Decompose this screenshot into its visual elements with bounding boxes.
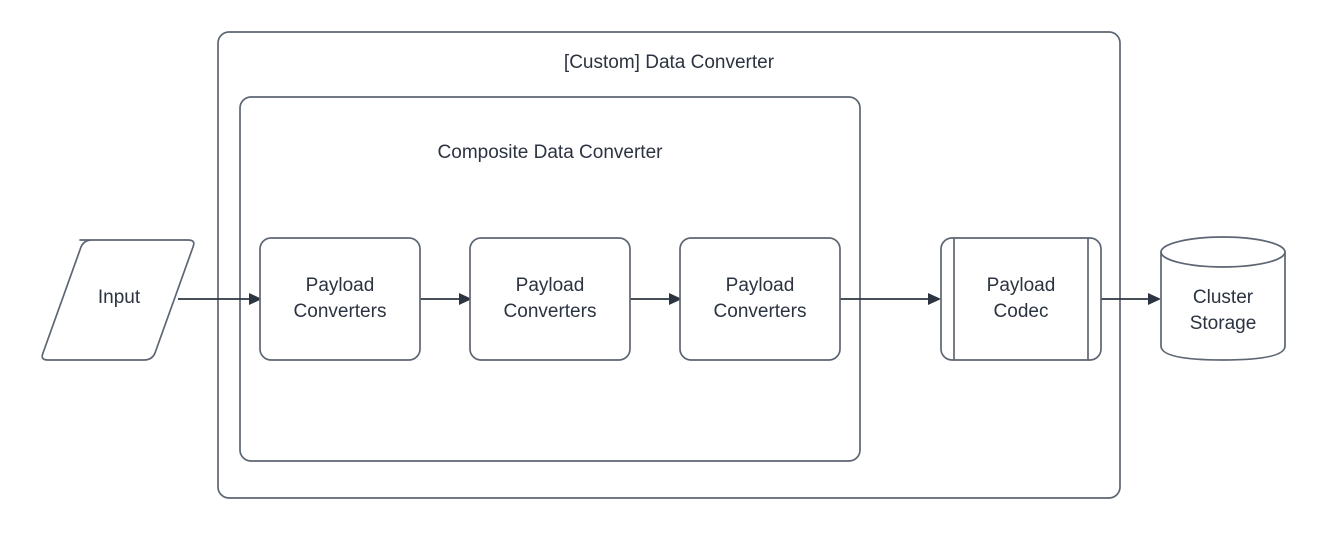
custom-data-converter-border <box>217 31 1121 499</box>
edge-pc2-to-pc3-arrowhead <box>669 293 682 305</box>
payload-converters-1-label-line-1: Payload <box>306 275 375 296</box>
payload-codec-label-line-1: Payload <box>987 275 1056 296</box>
payload-converters-2-border <box>469 237 631 361</box>
input-body <box>42 240 194 360</box>
payload-codec-border <box>940 237 1102 361</box>
edge-pc3-to-codec-arrowhead <box>928 293 941 305</box>
cluster-storage-label-line-1: Cluster <box>1193 287 1254 308</box>
cluster-storage-side-border <box>1160 251 1286 361</box>
payload-codec-body <box>941 238 1101 360</box>
edge-input-to-payload-converters-1 <box>178 293 262 305</box>
payload-converters-2-label-line-1: Payload <box>516 275 585 296</box>
cluster-storage-top-fill <box>1161 237 1285 267</box>
payload-converters-1-label-line-2: Converters <box>294 301 387 322</box>
custom-data-converter-label: [Custom] Data Converter <box>564 52 775 73</box>
edge-pc1-to-pc2-arrowhead <box>459 293 472 305</box>
node-input[interactable]: Input <box>41 239 195 361</box>
edge-codec-to-storage-arrowhead <box>1148 293 1161 305</box>
cluster-storage-body <box>1161 252 1285 360</box>
payload-converters-2-label-line-2: Converters <box>504 301 597 322</box>
node-payload-converters-3[interactable]: Payload Converters <box>679 237 841 361</box>
connectors-layer <box>178 293 1161 305</box>
payload-converters-1-border <box>259 237 421 361</box>
composite-data-converter-label: Composite Data Converter <box>438 142 664 163</box>
node-payload-converters-2[interactable]: Payload Converters <box>469 237 631 361</box>
payload-codec-label-line-2: Codec <box>994 301 1049 322</box>
composite-data-converter-border <box>239 96 861 462</box>
payload-converters-3-label-line-2: Converters <box>714 301 807 322</box>
node-payload-codec[interactable]: Payload Codec <box>940 237 1102 361</box>
node-payload-converters-1[interactable]: Payload Converters <box>259 237 421 361</box>
edge-pc3-to-payload-codec <box>840 293 941 305</box>
input-label: Input <box>98 287 141 308</box>
payload-converters-2-body <box>470 238 630 360</box>
edge-pc2-to-pc3 <box>630 293 682 305</box>
cluster-storage-label-line-2: Storage <box>1190 313 1257 334</box>
edge-payload-codec-to-cluster-storage <box>1101 293 1161 305</box>
node-cluster-storage[interactable]: Cluster Storage <box>1160 236 1286 361</box>
payload-converters-1-body <box>260 238 420 360</box>
payload-converters-3-label-line-1: Payload <box>726 275 795 296</box>
payload-converters-3-border <box>679 237 841 361</box>
payload-converters-3-body <box>680 238 840 360</box>
cluster-storage-top-ellipse <box>1160 236 1286 268</box>
edge-input-to-pc1-arrowhead <box>249 293 262 305</box>
edge-pc1-to-pc2 <box>420 293 472 305</box>
input-border <box>41 239 195 361</box>
